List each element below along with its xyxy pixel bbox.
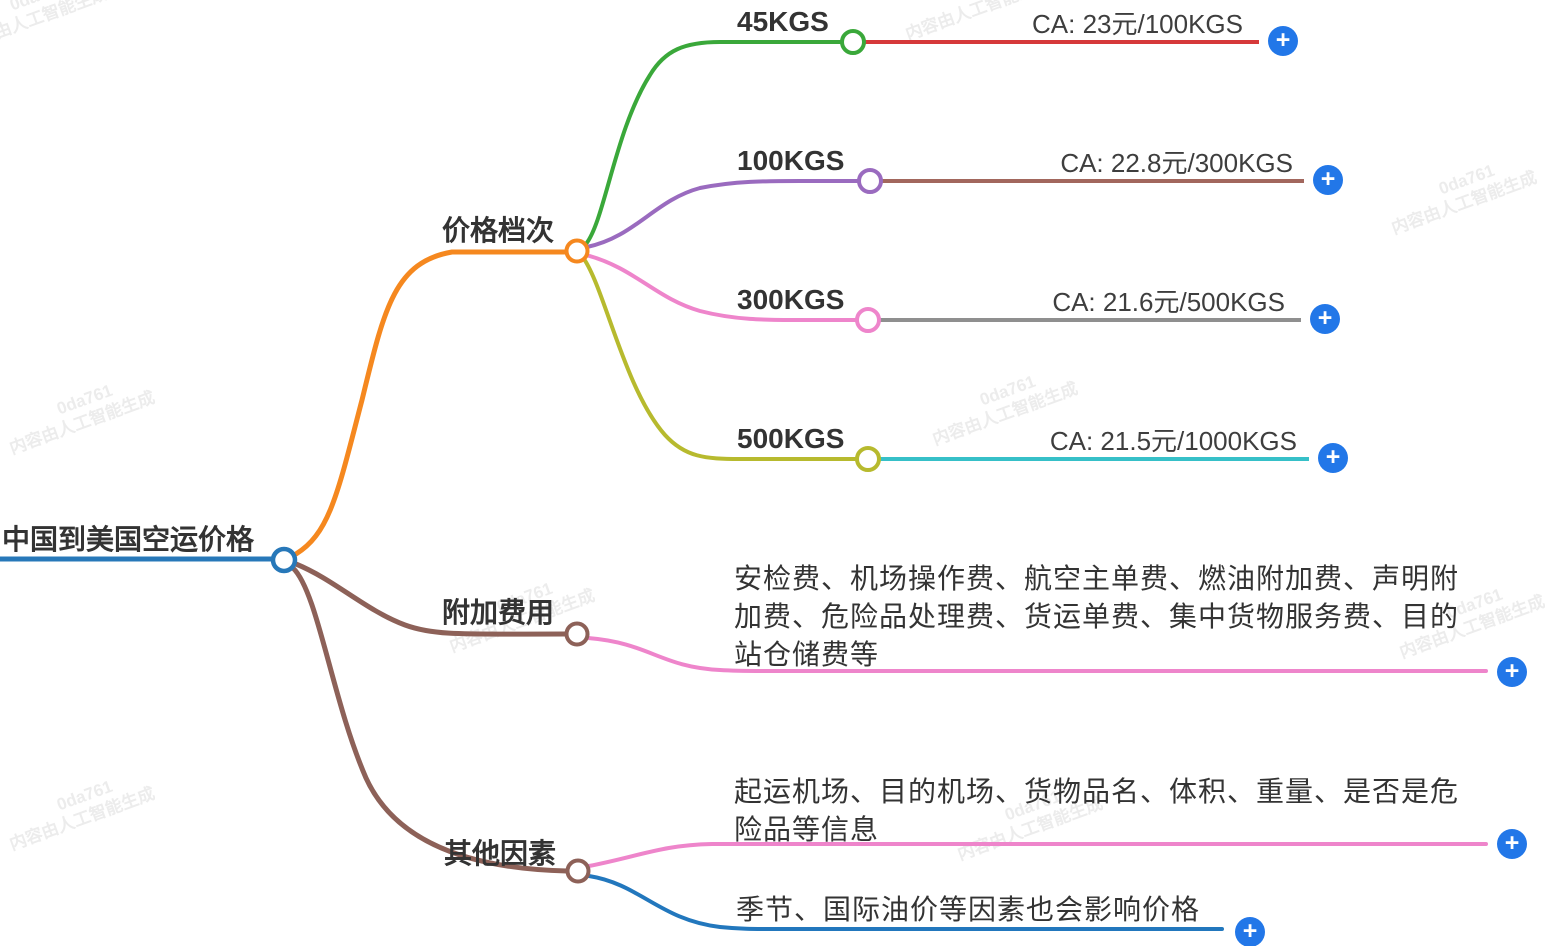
node-label-100kgs[interactable]: 100KGS [737, 145, 845, 176]
plus-icon: + [1320, 165, 1336, 193]
node-circle-100kgs[interactable] [857, 168, 883, 194]
edge-surcharges-to-fee-list [586, 636, 1488, 673]
root-node-label[interactable]: 中国到美国空运价格 [2, 524, 255, 555]
node-circle-root[interactable] [270, 546, 298, 574]
value-label-45kgs[interactable]: CA: 23元/100KGS [1032, 9, 1243, 39]
add-child-button-100kgs[interactable]: + [1313, 165, 1343, 195]
add-child-button-300kgs[interactable]: + [1310, 304, 1340, 334]
edge-price-tiers-to-300kgs [584, 253, 859, 322]
plus-icon: + [1242, 917, 1258, 945]
node-label-300kgs[interactable]: 300KGS [737, 284, 845, 315]
node-label-other-factors[interactable]: 其他因素 [444, 838, 557, 869]
edge-price-tiers-to-500kgs [582, 257, 859, 461]
edge-price-tiers-to-45kgs [584, 40, 844, 246]
node-circle-price-tiers[interactable] [564, 238, 590, 264]
node-label-500kgs[interactable]: 500KGS [737, 423, 845, 454]
node-circle-45kgs[interactable] [840, 29, 866, 55]
plus-icon: + [1504, 657, 1520, 685]
add-child-button-season-note[interactable]: + [1235, 917, 1265, 946]
add-child-button-500kgs[interactable]: + [1318, 443, 1348, 473]
node-label-surcharges[interactable]: 附加费用 [442, 597, 555, 628]
plus-icon: + [1325, 443, 1341, 471]
node-circle-other-factors[interactable] [565, 858, 591, 884]
edge-price-tiers-to-100kgs [585, 179, 860, 249]
leaf-text-surcharge-fees[interactable]: 安检费、机场操作费、航空主单费、燃油附加费、声明附加费、危险品处理费、货运单费、… [734, 563, 1460, 670]
edge-other-factors-to-season-note [587, 874, 1224, 931]
edge-root-to-price-tiers [293, 249, 569, 557]
value-label-100kgs[interactable]: CA: 22.8元/300KGS [1060, 148, 1293, 178]
value-label-500kgs[interactable]: CA: 21.5元/1000KGS [1049, 426, 1297, 456]
plus-icon: + [1275, 26, 1291, 54]
edge-root-to-surcharges [293, 561, 569, 637]
add-child-button-surcharge-fees[interactable]: + [1497, 657, 1527, 687]
value-label-300kgs[interactable]: CA: 21.6元/500KGS [1052, 287, 1285, 317]
edge-other-factors-to-info-list [587, 842, 1488, 868]
node-label-price-tiers[interactable]: 价格档次 [442, 215, 555, 246]
node-label-45kgs[interactable]: 45KGS [737, 6, 829, 37]
leaf-text-season-note[interactable]: 季节、国际油价等因素也会影响价格 [736, 894, 1201, 925]
add-child-button-factor-info[interactable]: + [1497, 829, 1527, 859]
edge-root-to-other-factors [290, 565, 570, 874]
leaf-text-factor-info[interactable]: 起运机场、目的机场、货物品名、体积、重量、是否是危险品等信息 [734, 776, 1460, 845]
node-circle-500kgs[interactable] [855, 446, 881, 472]
node-circle-300kgs[interactable] [855, 307, 881, 333]
plus-icon: + [1317, 304, 1333, 332]
add-child-button-45kgs[interactable]: + [1268, 26, 1298, 56]
plus-icon: + [1504, 829, 1520, 857]
node-circle-surcharges[interactable] [564, 621, 590, 647]
